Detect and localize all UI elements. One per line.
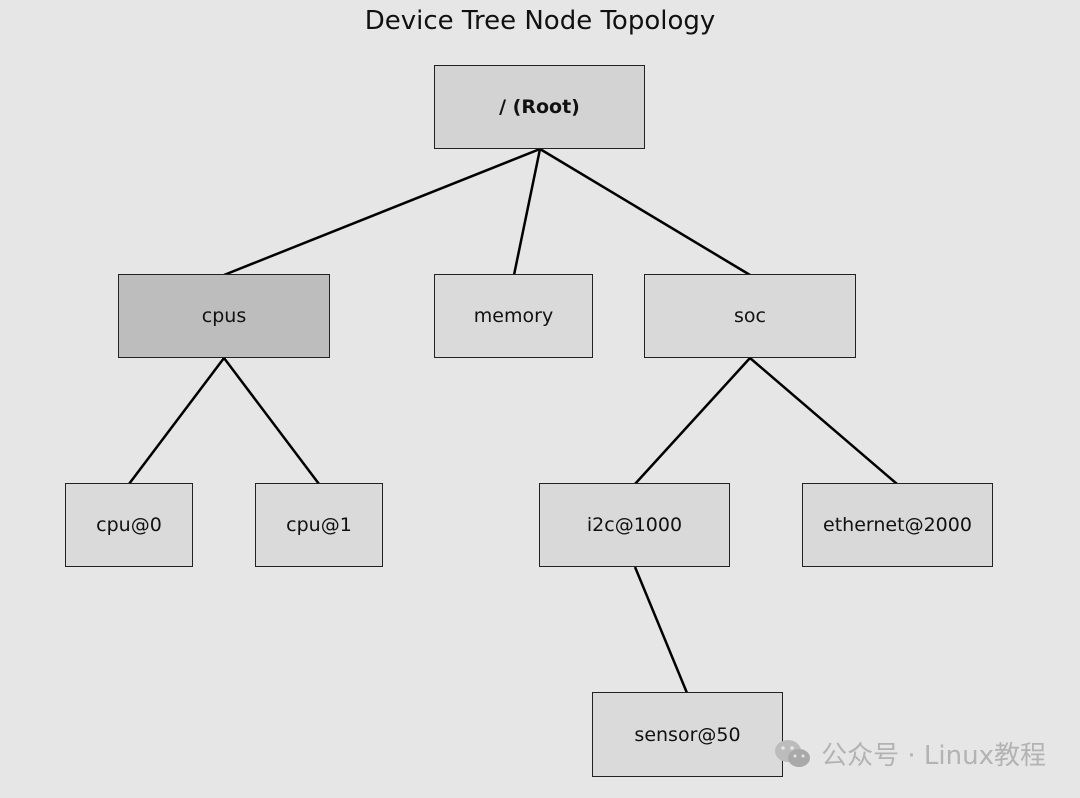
edge-root-soc (539, 147, 751, 277)
wechat-icon (773, 737, 813, 771)
edge-soc-i2c (634, 357, 751, 485)
node-i2c[interactable]: i2c@1000 (539, 483, 730, 567)
node-root[interactable]: / (Root) (434, 65, 645, 149)
edge-root-memory (512, 148, 542, 276)
node-cpus[interactable]: cpus (118, 274, 330, 358)
edge-root-cpus (223, 147, 541, 277)
node-cpu0[interactable]: cpu@0 (65, 483, 193, 567)
node-soc[interactable]: soc (644, 274, 856, 358)
node-sensor[interactable]: sensor@50 (592, 692, 783, 777)
edge-cpus-cpu0 (128, 357, 225, 485)
watermark-text: 公众号 · Linux教程 (821, 741, 1046, 771)
edge-cpus-cpu1 (223, 357, 320, 485)
node-ethernet[interactable]: ethernet@2000 (802, 483, 993, 567)
edge-soc-ethernet (749, 357, 898, 485)
node-memory[interactable]: memory (434, 274, 593, 358)
edge-i2c-sensor (633, 566, 689, 694)
diagram-title: Device Tree Node Topology (364, 6, 716, 36)
node-cpu1[interactable]: cpu@1 (255, 483, 383, 567)
watermark: 公众号 · Linux教程 (773, 735, 1046, 772)
